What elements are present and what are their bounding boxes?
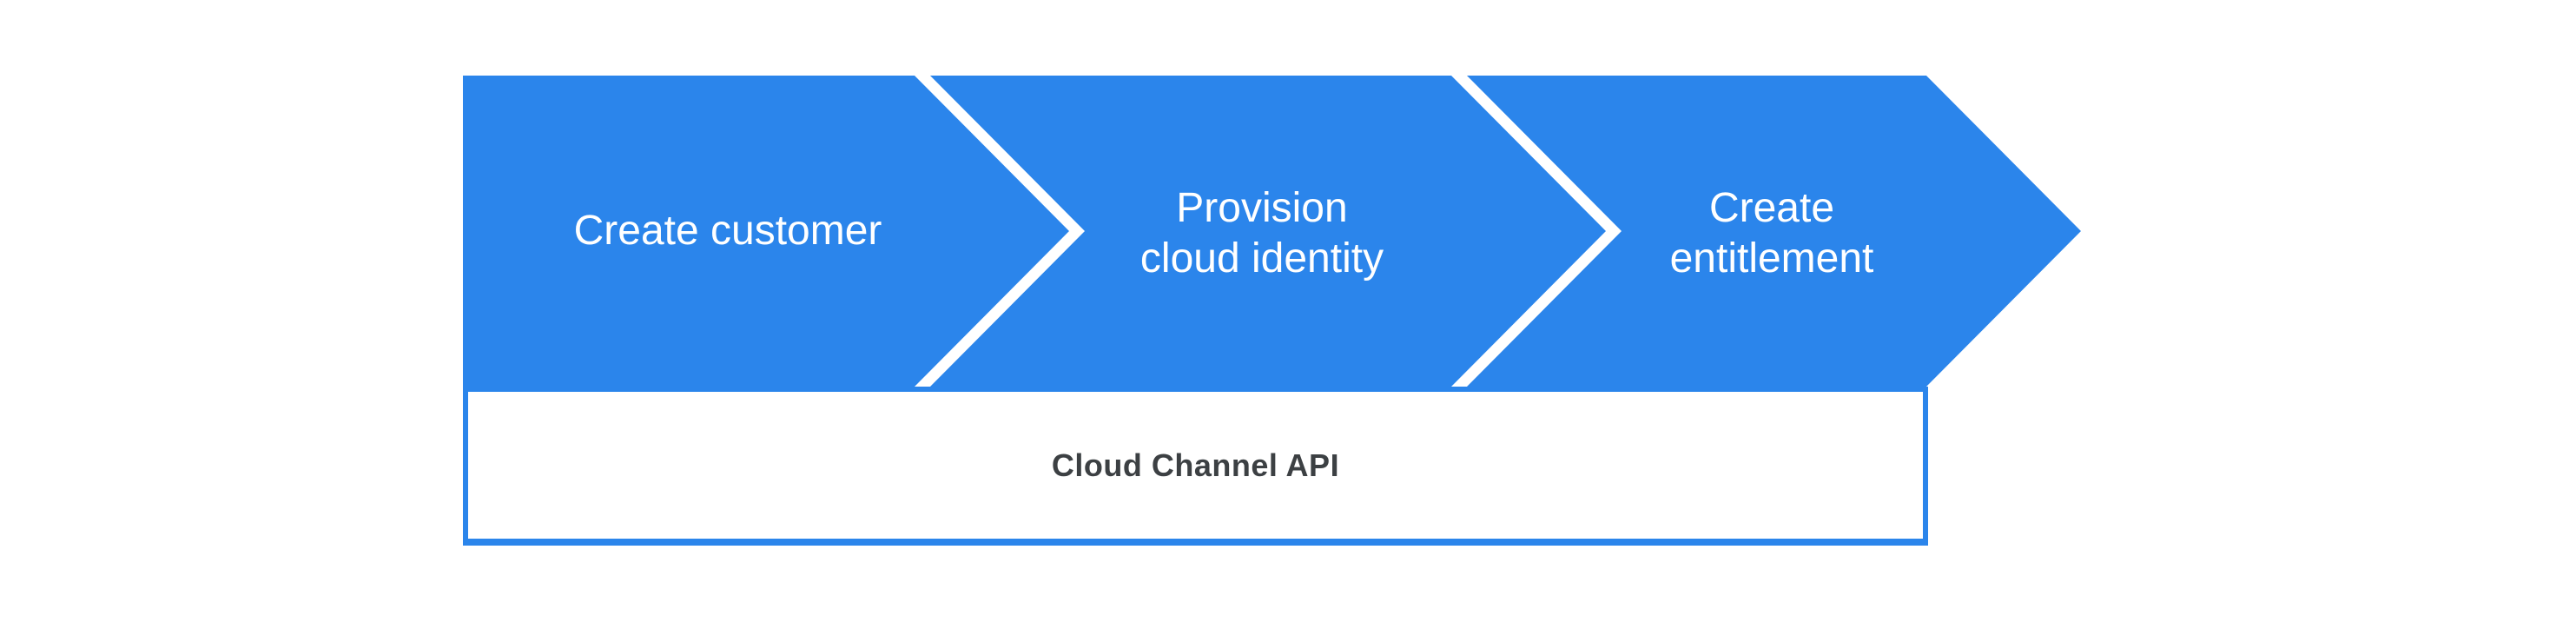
step-label-line: Create customer	[573, 208, 882, 254]
step-label-create-customer: Create customer	[545, 162, 910, 301]
step-label-provision-cloud-identity: Provision cloud identity	[1080, 164, 1444, 303]
step-label-line: Create	[1708, 185, 1835, 231]
cloud-channel-api-box: Cloud Channel API	[463, 387, 1928, 546]
api-box-label: Cloud Channel API	[1051, 447, 1340, 483]
step-label-line: Provision	[1176, 185, 1348, 231]
step-label-line: cloud identity	[1139, 235, 1384, 281]
step-label-create-entitlement: Create entitlement	[1589, 164, 1954, 303]
step-label-line: entitlement	[1669, 235, 1874, 281]
